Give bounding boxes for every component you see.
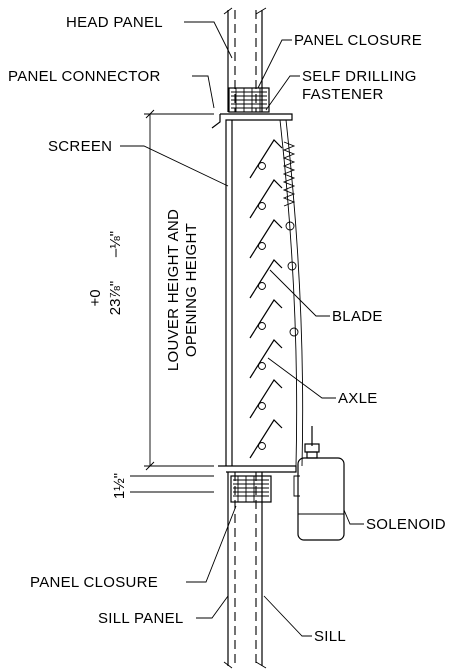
head-panel-wall bbox=[223, 7, 267, 112]
sill-label: SILL bbox=[314, 628, 346, 645]
self-drilling-label: SELF DRILLING bbox=[302, 68, 417, 85]
fastener-label: FASTENER bbox=[302, 86, 384, 103]
sill-offset-value: 1½" bbox=[111, 473, 128, 499]
return-spring bbox=[282, 141, 296, 207]
solenoid-unit bbox=[293, 426, 345, 541]
height-label-line-2: OPENING HEIGHT bbox=[183, 223, 200, 357]
height-label-line-1: LOUVER HEIGHT AND bbox=[165, 209, 182, 371]
solenoid-label: SOLENOID bbox=[366, 516, 446, 533]
sill-offset-dimension bbox=[130, 475, 214, 493]
axle-label: AXLE bbox=[338, 390, 378, 407]
head-panel-label: HEAD PANEL bbox=[66, 14, 163, 31]
sill-panel-wall bbox=[223, 472, 267, 669]
tolerance-minus: –⅛" bbox=[107, 231, 124, 257]
tolerance-plus: +0 bbox=[87, 289, 104, 306]
panel-closure-bottom-block bbox=[230, 475, 272, 503]
sill-panel-label: SILL PANEL bbox=[98, 610, 184, 627]
louver-frame bbox=[211, 113, 304, 473]
height-dimension bbox=[144, 109, 214, 471]
screen-label: SCREEN bbox=[48, 138, 112, 155]
panel-closure-top-label: PANEL CLOSURE bbox=[294, 32, 422, 49]
height-value: 23⅞" bbox=[107, 281, 124, 316]
panel-closure-top-block bbox=[228, 87, 270, 113]
leader-lines bbox=[120, 21, 364, 637]
blade-label: BLADE bbox=[332, 308, 383, 325]
panel-closure-bottom-label: PANEL CLOSURE bbox=[30, 574, 158, 591]
panel-connector-label: PANEL CONNECTOR bbox=[8, 68, 161, 85]
louver-blades bbox=[249, 139, 299, 459]
